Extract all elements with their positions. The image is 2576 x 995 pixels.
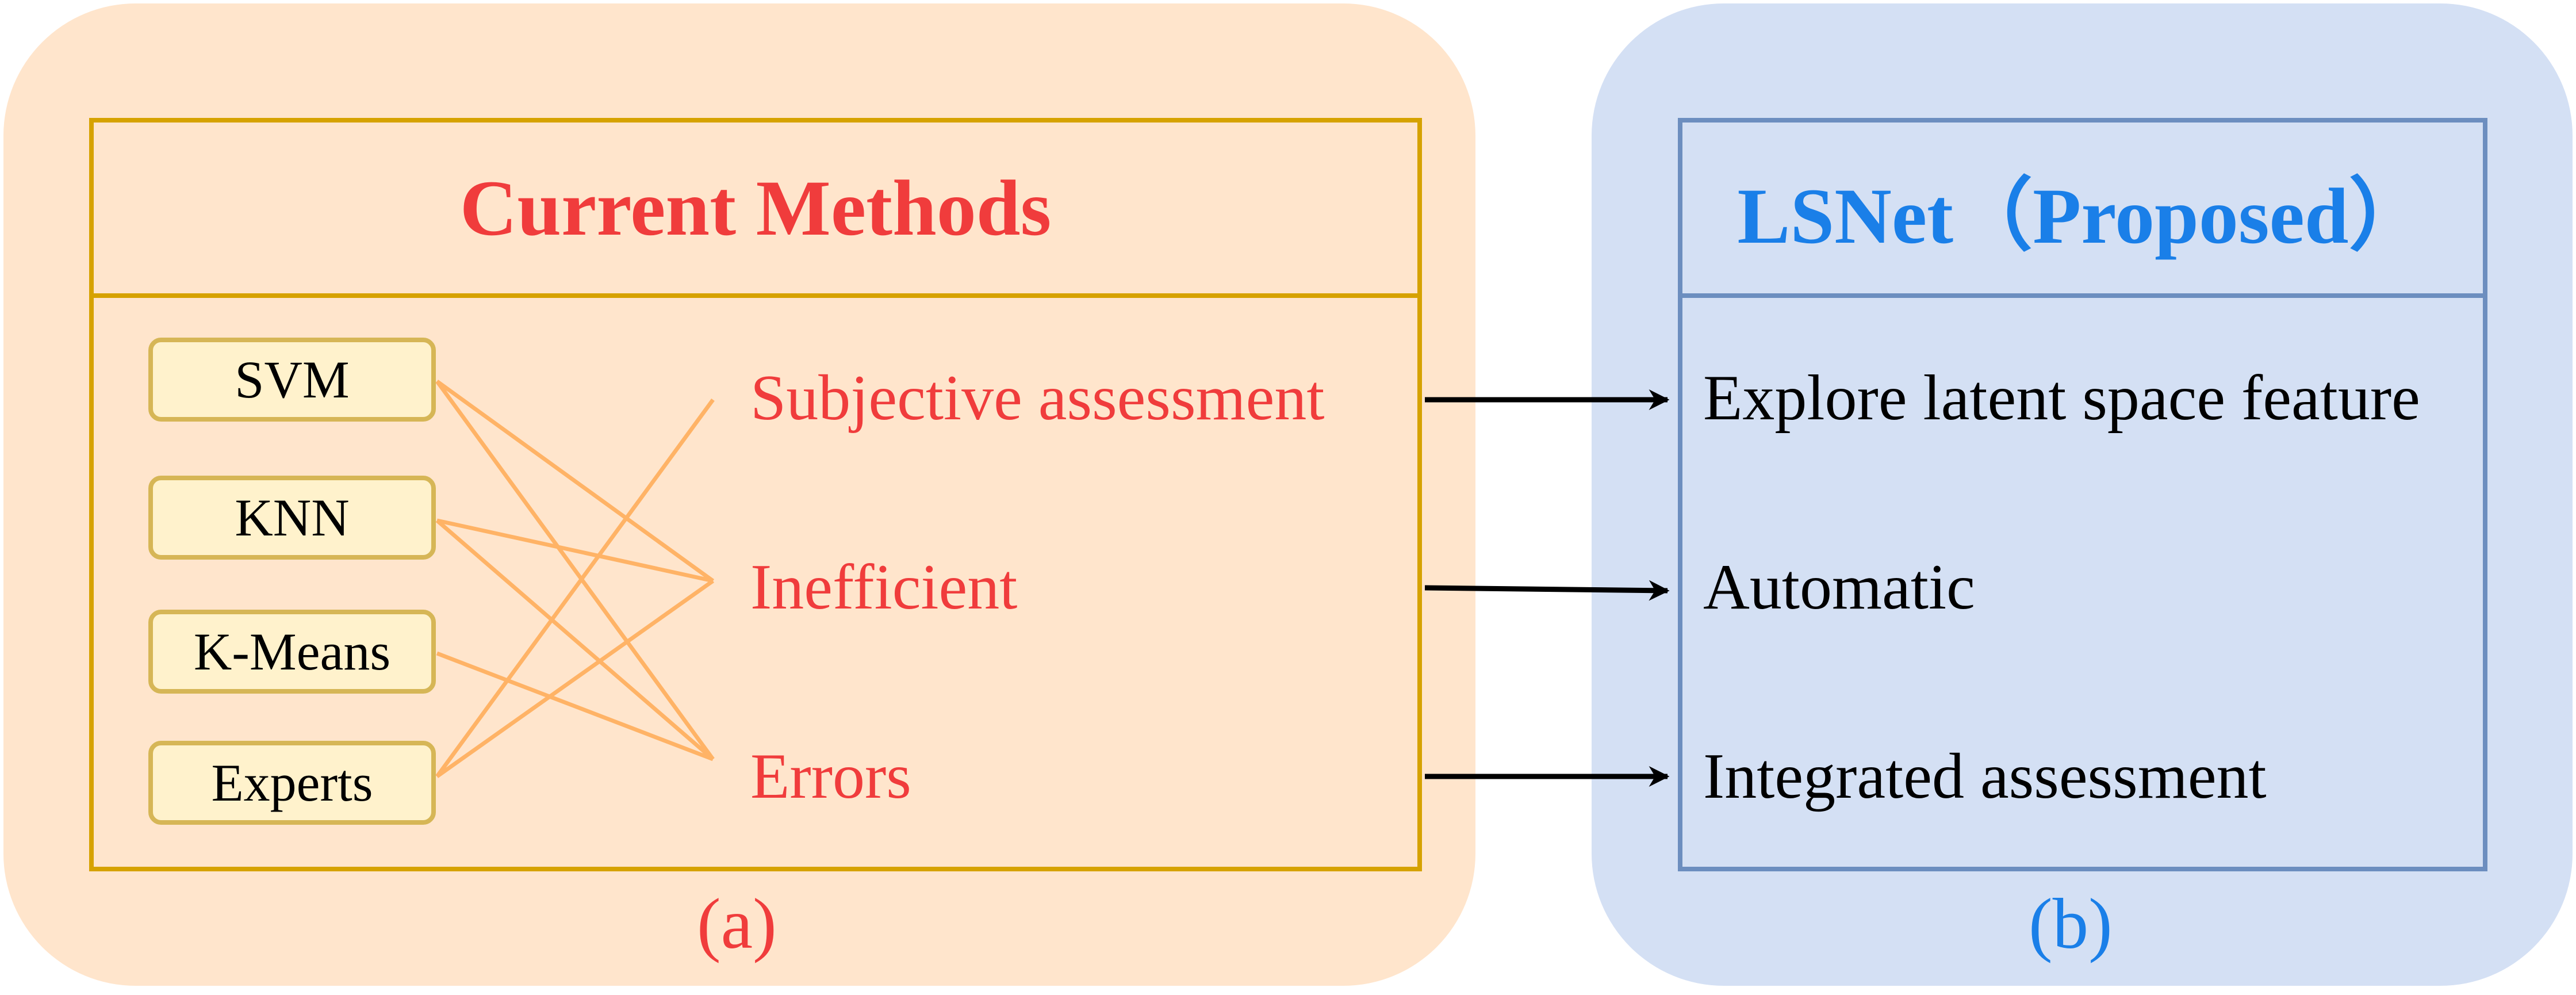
- current-methods-frame: Current Methods: [89, 118, 1422, 871]
- caption-a: (a): [697, 885, 777, 964]
- proposed-title: LSNet（Proposed）: [1737, 171, 2428, 260]
- proposed-divider: [1682, 293, 2483, 298]
- problem-subjective-assessment: Subjective assessment: [750, 362, 1325, 434]
- current-methods-divider: [94, 293, 1417, 298]
- method-box-knn: KNN: [148, 476, 436, 560]
- solution-integrated-assessment: Integrated assessment: [1703, 741, 2267, 812]
- caption-b: (b): [2029, 885, 2113, 964]
- problem-inefficient: Inefficient: [750, 552, 1018, 623]
- method-box-experts: Experts: [148, 741, 436, 825]
- panel-b-proposed: [1592, 3, 2573, 986]
- solution-automatic: Automatic: [1703, 552, 1975, 623]
- problem-errors: Errors: [750, 741, 911, 812]
- method-box-kmeans: K-Means: [148, 610, 436, 694]
- solution-explore-latent-space: Explore latent space feature: [1703, 362, 2420, 434]
- current-methods-title: Current Methods: [459, 164, 1052, 252]
- method-box-svm: SVM: [148, 338, 436, 422]
- proposed-frame: LSNet（Proposed）: [1678, 118, 2487, 871]
